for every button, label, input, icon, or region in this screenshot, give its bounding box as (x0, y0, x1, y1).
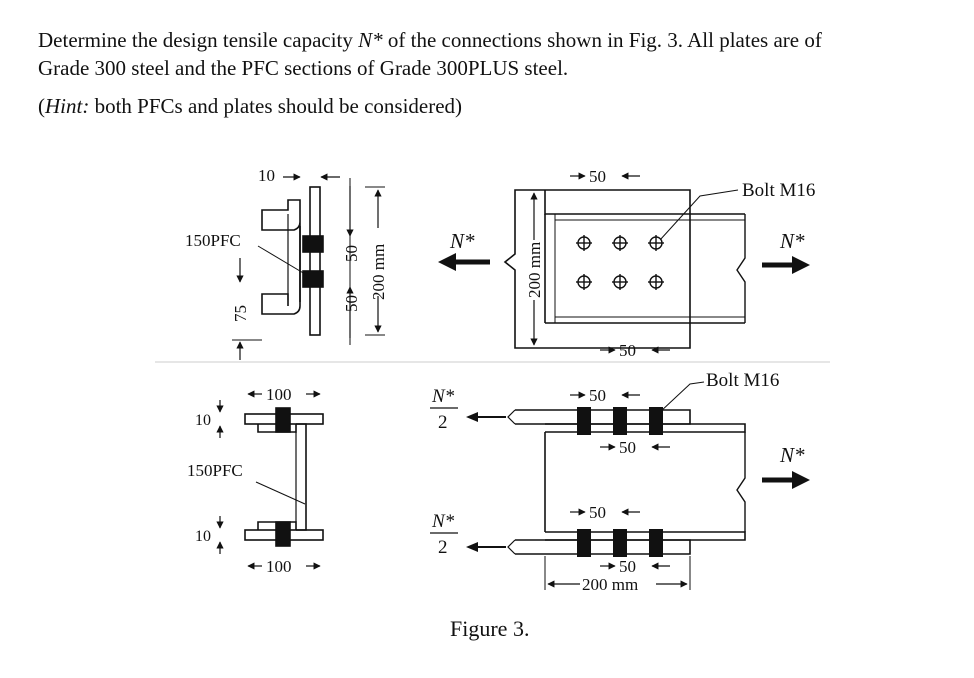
panel-b-load-left: N* (449, 229, 475, 253)
panel-b-top-pitch: 50 (589, 167, 606, 186)
bolt (613, 529, 627, 557)
panel-d-bolts (577, 407, 663, 557)
hint-word: Hint: (45, 94, 90, 118)
bolt-lower (302, 270, 324, 288)
figure-caption: Figure 3. (450, 616, 530, 641)
bolt (577, 529, 591, 557)
panel-c-pfc-section (216, 390, 324, 570)
panel-d-pitch-4: 50 (619, 557, 636, 576)
hint-text: (Hint: both PFCs and plates should be co… (38, 94, 462, 119)
panel-c-top-thickness: 10 (195, 412, 211, 429)
panel-a-pitch-dim-2: 50 (342, 295, 361, 312)
panel-d-load-arrows (430, 407, 810, 552)
panel-b-load-arrows (438, 253, 810, 274)
hint-rest: both PFCs and plates should be considere… (89, 94, 463, 118)
panel-a-pitch-dim: 50 (342, 245, 361, 262)
panel-b-bottom-pitch: 50 (619, 341, 636, 360)
bolt-bottom (275, 521, 291, 547)
question-line2: Grade 300 steel and the PFC sections of … (38, 56, 569, 80)
panel-a-section-label: 150PFC (185, 231, 241, 250)
panel-b-plate-height: 200 mm (525, 242, 544, 298)
panel-d-load-num-bottom: N* (431, 511, 455, 532)
panel-d-elevation (507, 381, 746, 590)
bolt-upper (302, 235, 324, 253)
bolt (613, 407, 627, 435)
capacity-symbol: N* (358, 28, 383, 52)
panel-b-bolt-group (576, 235, 664, 290)
hint-open: ( (38, 94, 45, 118)
panel-a-plate-width: 200 mm (369, 244, 388, 300)
question-text: Determine the design tensile capacity N*… (38, 26, 958, 82)
gusset-plate (309, 186, 321, 336)
bolt-top (275, 407, 291, 433)
question-line1-end: of the connections shown in Fig. 3. All … (382, 28, 822, 52)
panel-c-bottom-thickness: 10 (195, 528, 211, 545)
panel-d-load-right: N* (779, 443, 805, 467)
bolt (577, 407, 591, 435)
panel-c-section-label: 150PFC (187, 461, 243, 480)
panel-b-bolt-label: Bolt M16 (742, 180, 815, 201)
panel-d-load-num-top: N* (431, 386, 455, 407)
question-line1-start: Determine the design tensile capacity (38, 28, 359, 52)
panel-c-bottom-width: 100 (266, 557, 292, 576)
panel-d-load-den-top: 2 (438, 412, 448, 433)
bolt (649, 407, 663, 435)
panel-a-flange-dim: 75 (231, 305, 250, 322)
panel-a-gap-dim: 10 (258, 166, 275, 185)
panel-d-pitch-1: 50 (589, 386, 606, 405)
panel-c-top-width: 100 (266, 385, 292, 404)
pfc-channel (261, 199, 301, 302)
panel-d-pitch-2: 50 (619, 438, 636, 457)
panel-d-load-den-bottom: 2 (438, 537, 448, 558)
panel-a-pfc-section (232, 173, 385, 360)
panel-b-plan-view (503, 172, 746, 354)
panel-d-pitch-3: 50 (589, 503, 606, 522)
panel-d-bolt-label: Bolt M16 (706, 370, 779, 391)
bolt (649, 529, 663, 557)
panel-d-overall: 200 mm (582, 575, 638, 594)
panel-b-load-right: N* (779, 229, 805, 253)
